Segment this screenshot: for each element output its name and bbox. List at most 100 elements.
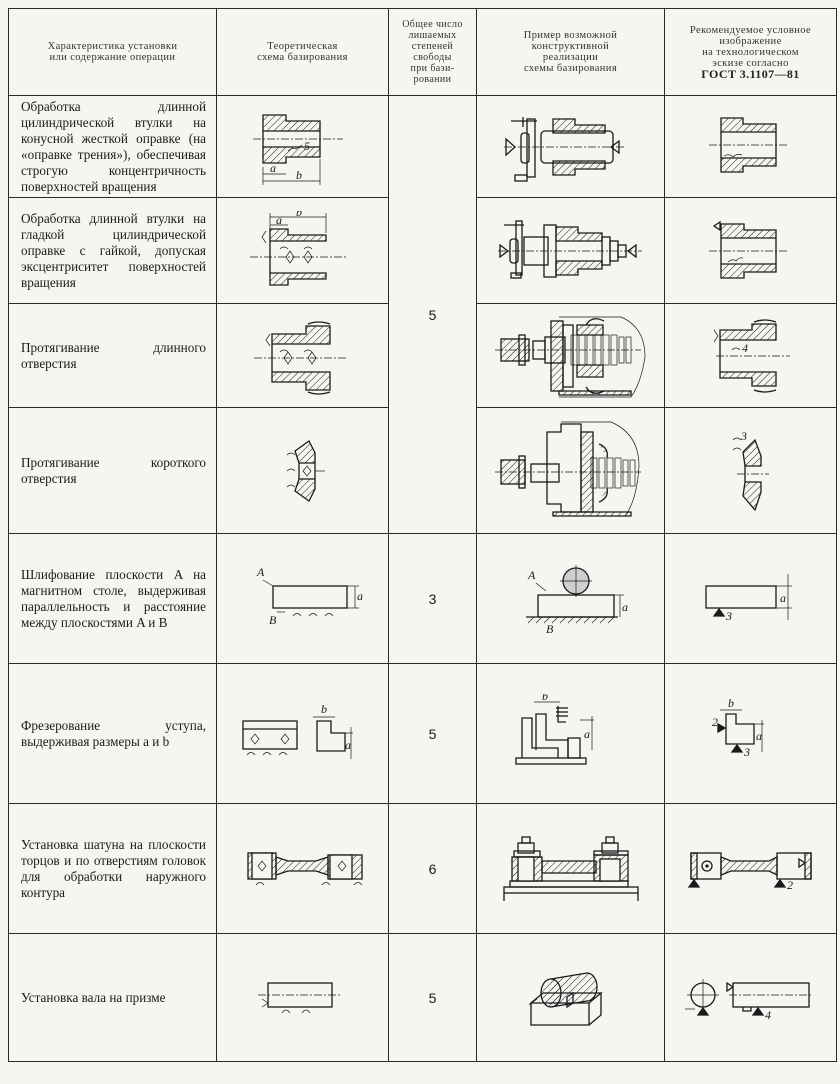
example-figure bbox=[476, 303, 665, 408]
svg-text:a: a bbox=[357, 589, 363, 603]
header-example: Пример возможной конструктивной реализац… bbox=[476, 8, 665, 96]
header-characteristic: Характеристика установки или содержание … bbox=[8, 8, 217, 96]
step-milling-fixture-drawing: b a bbox=[514, 694, 594, 765]
dof-count: 3 bbox=[388, 533, 477, 664]
broaching-fixture-long-drawing bbox=[494, 316, 645, 397]
cylindrical-mandrel-scheme-drawing: b a bbox=[249, 211, 348, 286]
svg-text:a: a bbox=[345, 738, 351, 752]
example-figure bbox=[476, 803, 665, 934]
short-hole-broaching-scheme-drawing bbox=[286, 439, 325, 502]
bushing-symbol-drawing bbox=[708, 116, 788, 173]
theory-figure: b a bbox=[216, 197, 389, 304]
symbol-figure: a 3 bbox=[664, 533, 837, 664]
symbol-figure: 4 bbox=[664, 933, 837, 1062]
row-description: Обработка длинной цилиндрической втулки … bbox=[8, 95, 217, 198]
example-figure bbox=[476, 197, 665, 304]
table-row: Протягивание длинного отверстия bbox=[8, 303, 837, 408]
theory-figure bbox=[216, 933, 389, 1062]
cone-mandrel-drawing bbox=[503, 116, 626, 182]
basing-schemes-table: Характеристика установки или содержание … bbox=[8, 8, 837, 1062]
theory-figure bbox=[216, 303, 389, 408]
plate-symbol-drawing: a 3 bbox=[704, 573, 792, 623]
example-figure: b a bbox=[476, 663, 665, 804]
svg-text:b: b bbox=[296, 211, 302, 219]
row-description: Установка шатуна на плоскости торцов и п… bbox=[8, 803, 217, 934]
row-description: Протягивание короткого отверстия bbox=[8, 407, 217, 534]
svg-text:3: 3 bbox=[725, 609, 732, 623]
svg-text:b: b bbox=[542, 694, 548, 703]
long-hole-symbol-drawing: 4 bbox=[713, 318, 790, 393]
dof-count: 5 bbox=[388, 933, 477, 1062]
svg-text:4: 4 bbox=[742, 341, 748, 355]
table-row: Обработка длинной втулки на гладкой цили… bbox=[8, 197, 837, 304]
dof-count: 5 bbox=[388, 663, 477, 804]
symbol-figure: b 2 3 a bbox=[664, 663, 837, 804]
long-bushing-scheme-drawing: 5 a b bbox=[252, 113, 343, 185]
svg-text:B: B bbox=[269, 613, 277, 627]
theory-figure: A a B bbox=[216, 533, 389, 664]
svg-text:5: 5 bbox=[304, 139, 310, 153]
theory-figure: 5 a b bbox=[216, 95, 389, 198]
svg-text:a: a bbox=[270, 161, 276, 175]
symbol-figure: 2 bbox=[664, 803, 837, 934]
header-row: Характеристика установки или содержание … bbox=[8, 8, 837, 96]
svg-text:b: b bbox=[321, 702, 327, 716]
magnetic-table-grinding-drawing: A B a bbox=[525, 564, 628, 636]
svg-text:a: a bbox=[756, 729, 762, 743]
svg-text:2: 2 bbox=[712, 715, 718, 729]
theory-figure: b a bbox=[216, 663, 389, 804]
broaching-fixture-short-drawing bbox=[494, 421, 641, 517]
svg-text:b: b bbox=[296, 168, 302, 182]
step-milling-scheme-drawing: b a bbox=[241, 702, 353, 759]
table-row: Протягивание короткого отверстия bbox=[8, 407, 837, 534]
theory-figure bbox=[216, 803, 389, 934]
svg-text:a: a bbox=[584, 727, 590, 741]
svg-text:A: A bbox=[256, 565, 265, 579]
example-figure bbox=[476, 407, 665, 534]
svg-text:2: 2 bbox=[787, 878, 793, 892]
row-description: Фрезерование уступа, выдерживая размеры … bbox=[8, 663, 217, 804]
v-block-shaft-drawing bbox=[528, 971, 603, 1026]
row-description: Шлифование плоскости A на магнитном стол… bbox=[8, 533, 217, 664]
dof-count: 6 bbox=[388, 803, 477, 934]
shaft-symbol-drawing: 4 bbox=[684, 978, 813, 1022]
table-row: Обработка длинной цилиндрической втулки … bbox=[8, 95, 837, 534]
svg-text:A: A bbox=[527, 568, 536, 582]
svg-text:b: b bbox=[728, 696, 734, 710]
connecting-rod-symbol-drawing: 2 bbox=[687, 851, 812, 892]
row-description: Протягивание длинного отверстия bbox=[8, 303, 217, 408]
step-symbol-drawing: b 2 3 a bbox=[712, 696, 764, 759]
symbol-figure bbox=[664, 95, 837, 198]
example-figure bbox=[476, 933, 665, 1062]
symbol-figure: 4 bbox=[664, 303, 837, 408]
header-theory-scheme: Теоретическая схема базирования bbox=[216, 8, 389, 96]
example-figure: A B a bbox=[476, 533, 665, 664]
header-dof-count: Общее число лишаемых степеней свободы пр… bbox=[388, 8, 477, 96]
theory-figure bbox=[216, 407, 389, 534]
svg-text:B: B bbox=[546, 622, 554, 636]
dof-count-merged: 5 bbox=[388, 95, 477, 534]
symbol-figure bbox=[664, 197, 837, 304]
cylindrical-mandrel-nut-drawing bbox=[497, 219, 642, 279]
row-description: Обработка длинной втулки на гладкой цили… bbox=[8, 197, 217, 304]
svg-text:a: a bbox=[276, 213, 282, 227]
header-symbol: Рекомендуемое условное изображение на те… bbox=[664, 8, 837, 96]
table-row: Шлифование плоскости A на магнитном стол… bbox=[8, 533, 837, 664]
example-figure bbox=[476, 95, 665, 198]
table-row: Установка вала на призме 5 bbox=[8, 933, 837, 1062]
plate-grinding-scheme-drawing: A a B bbox=[256, 565, 363, 627]
table-row: Фрезерование уступа, выдерживая размеры … bbox=[8, 663, 837, 804]
row-description: Установка вала на призме bbox=[8, 933, 217, 1062]
svg-text:a: a bbox=[780, 591, 786, 605]
svg-text:4: 4 bbox=[765, 1008, 771, 1022]
svg-text:a: a bbox=[622, 600, 628, 614]
long-hole-broaching-scheme-drawing bbox=[253, 320, 348, 395]
svg-text:3: 3 bbox=[743, 745, 750, 759]
symbol-figure: 3 bbox=[664, 407, 837, 534]
table-row: Установка шатуна на плоскости торцов и п… bbox=[8, 803, 837, 934]
connecting-rod-scheme-drawing bbox=[246, 851, 363, 885]
connecting-rod-fixture-drawing bbox=[502, 835, 639, 901]
short-hole-symbol-drawing: 3 bbox=[732, 429, 769, 511]
svg-text:3: 3 bbox=[740, 429, 747, 443]
shaft-prism-scheme-drawing bbox=[257, 981, 342, 1013]
